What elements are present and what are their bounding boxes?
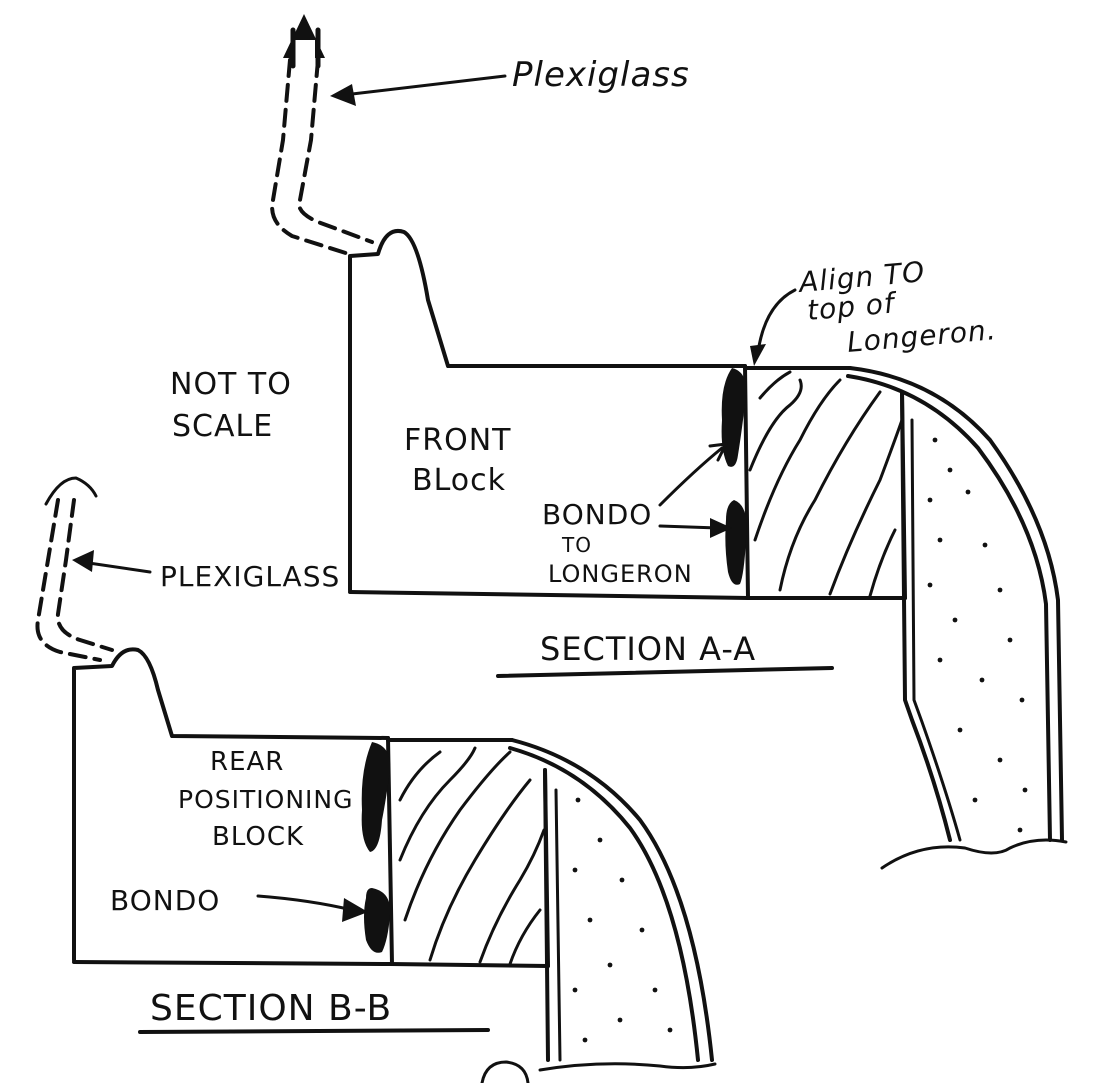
plexiglass-upper-leader-arrow (330, 84, 356, 106)
section-b-underline (138, 1028, 490, 1034)
align-leader (756, 288, 797, 354)
foam-b-inner-line (554, 788, 562, 1062)
plexiglass-lower-arrowhead (44, 476, 98, 506)
label-rear: REAR (210, 747, 284, 777)
bondo-a-arrowhead-upper (708, 442, 728, 462)
bondo-b-arrowhead (342, 898, 368, 922)
foam-dots-a (927, 437, 1028, 833)
bondo-a-arrowhead-lower (710, 518, 732, 538)
skin-b-outer (510, 738, 714, 1062)
plexiglass-lower-line-right (55, 498, 114, 652)
section-b-drawing (35, 476, 717, 1072)
plexiglass-lower-line-left (35, 498, 102, 662)
plexiglass-upper-arrowhead-inner (290, 27, 321, 69)
label-plexiglass-mid: PLEXIGLASS (160, 560, 340, 593)
front-block-outline (348, 229, 747, 592)
foam-b-boundary (543, 768, 550, 1062)
plexiglass-upper-line-right (297, 58, 374, 244)
bottom-circle-fragment (480, 1060, 530, 1083)
label-section-a: SECTION A-A (540, 630, 756, 668)
front-block-bottom (348, 590, 907, 600)
label-align-2: top of (806, 286, 899, 327)
plexiglass-lower-leader (80, 560, 152, 574)
label-not-to: NOT TO (170, 367, 292, 402)
plexiglass-upper-line-left (270, 58, 354, 257)
skin-a-outer (848, 366, 1064, 842)
foam-a-inner-line (910, 418, 962, 842)
label-bondo-longeron: LONGERON (548, 560, 693, 588)
front-block-right-edge (743, 364, 750, 600)
rear-block-bottom (72, 960, 550, 968)
label-section-b: SECTION B-B (150, 988, 392, 1029)
label-bondo-a: BONDO (542, 498, 652, 531)
section-a-underline (496, 666, 834, 678)
section-a-drawing (270, 14, 1068, 870)
skin-a-inner (846, 374, 1052, 842)
label-bondo-b: BONDO (110, 884, 220, 917)
bondo-b-lower (364, 888, 391, 953)
break-line-a (880, 838, 1068, 870)
plexiglass-lower-leader-arrow (72, 550, 94, 572)
align-arrowhead (750, 344, 766, 366)
bondo-a-lower (725, 500, 747, 585)
label-scale: SCALE (172, 409, 273, 444)
label-front: FRONT (404, 423, 511, 458)
wood-grain-a (748, 370, 904, 598)
foam-dots-b (572, 797, 673, 1043)
label-positioning: POSITIONING (178, 785, 353, 814)
rear-block-outline (72, 647, 390, 962)
label-block: BLock (412, 463, 506, 498)
bondo-b-leader (256, 894, 354, 912)
bondo-a-leader-lower (658, 524, 720, 530)
label-rear-block: BLOCK (212, 822, 304, 852)
break-line-b (538, 1062, 717, 1072)
label-plexiglass-top: Plexiglass (512, 55, 690, 95)
plexiglass-upper-leader (333, 74, 507, 98)
skin-b-inner (508, 746, 700, 1062)
bondo-a-leader-upper (658, 446, 724, 507)
bondo-b-upper (361, 742, 391, 852)
label-bondo-to: TO (561, 533, 592, 557)
wood-grain-b (398, 746, 546, 966)
foam-a-boundary (900, 390, 952, 842)
bondo-a-upper (721, 368, 747, 467)
